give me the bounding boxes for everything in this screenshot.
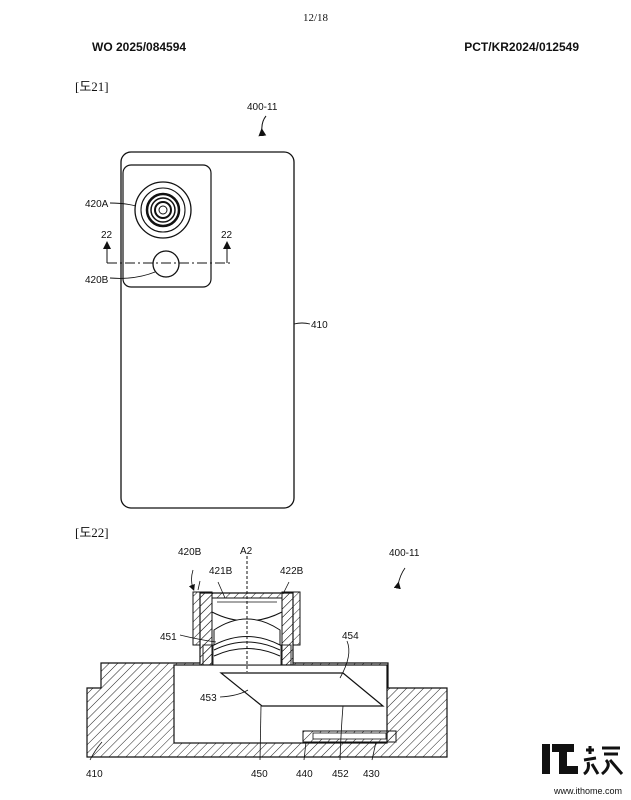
- ref-454: 454: [342, 631, 359, 642]
- ref-400-11-fig22: 400-11: [389, 548, 420, 559]
- ref-430: 430: [363, 769, 380, 780]
- ref-421b: 421B: [209, 566, 233, 577]
- ref-452: 452: [332, 769, 349, 780]
- sensor-452: [312, 732, 387, 740]
- ref-420a: 420A: [85, 199, 109, 210]
- ref-a2: A2: [240, 546, 253, 557]
- ref-410-fig22: 410: [86, 769, 103, 780]
- figure-21-label: [도21]: [75, 79, 109, 94]
- application-number: PCT/KR2024/012549: [464, 40, 579, 54]
- ref-450: 450: [251, 769, 268, 780]
- ref-451: 451: [160, 632, 177, 643]
- device-body-outline: [120, 151, 295, 509]
- figure-22-label: [도22]: [75, 525, 109, 540]
- ref-422b: 422B: [280, 566, 304, 577]
- ref-440: 440: [296, 769, 313, 780]
- ref-22-right: 22: [221, 230, 233, 241]
- publication-number: WO 2025/084594: [92, 40, 187, 54]
- watermark-site: www.ithome.com: [553, 786, 622, 796]
- camera-module-outline: [122, 164, 212, 288]
- ithome-logo: [542, 744, 624, 776]
- camera-420b: [152, 250, 180, 278]
- ref-420b-fig22: 420B: [178, 547, 202, 558]
- fig21-drawing: [103, 115, 311, 509]
- prism-453: [219, 672, 385, 707]
- ithome-watermark: www.ithome.com: [536, 740, 626, 796]
- camera-420a-outer: [134, 181, 192, 239]
- ref-410-fig21: 410: [311, 320, 328, 331]
- ref-22-left: 22: [101, 230, 113, 241]
- ref-400-11-fig21: 400-11: [247, 102, 278, 113]
- page-number: 12/18: [302, 12, 329, 24]
- ref-420b: 420B: [85, 275, 109, 286]
- fig22-drawing: [86, 556, 448, 761]
- ref-453: 453: [200, 693, 217, 704]
